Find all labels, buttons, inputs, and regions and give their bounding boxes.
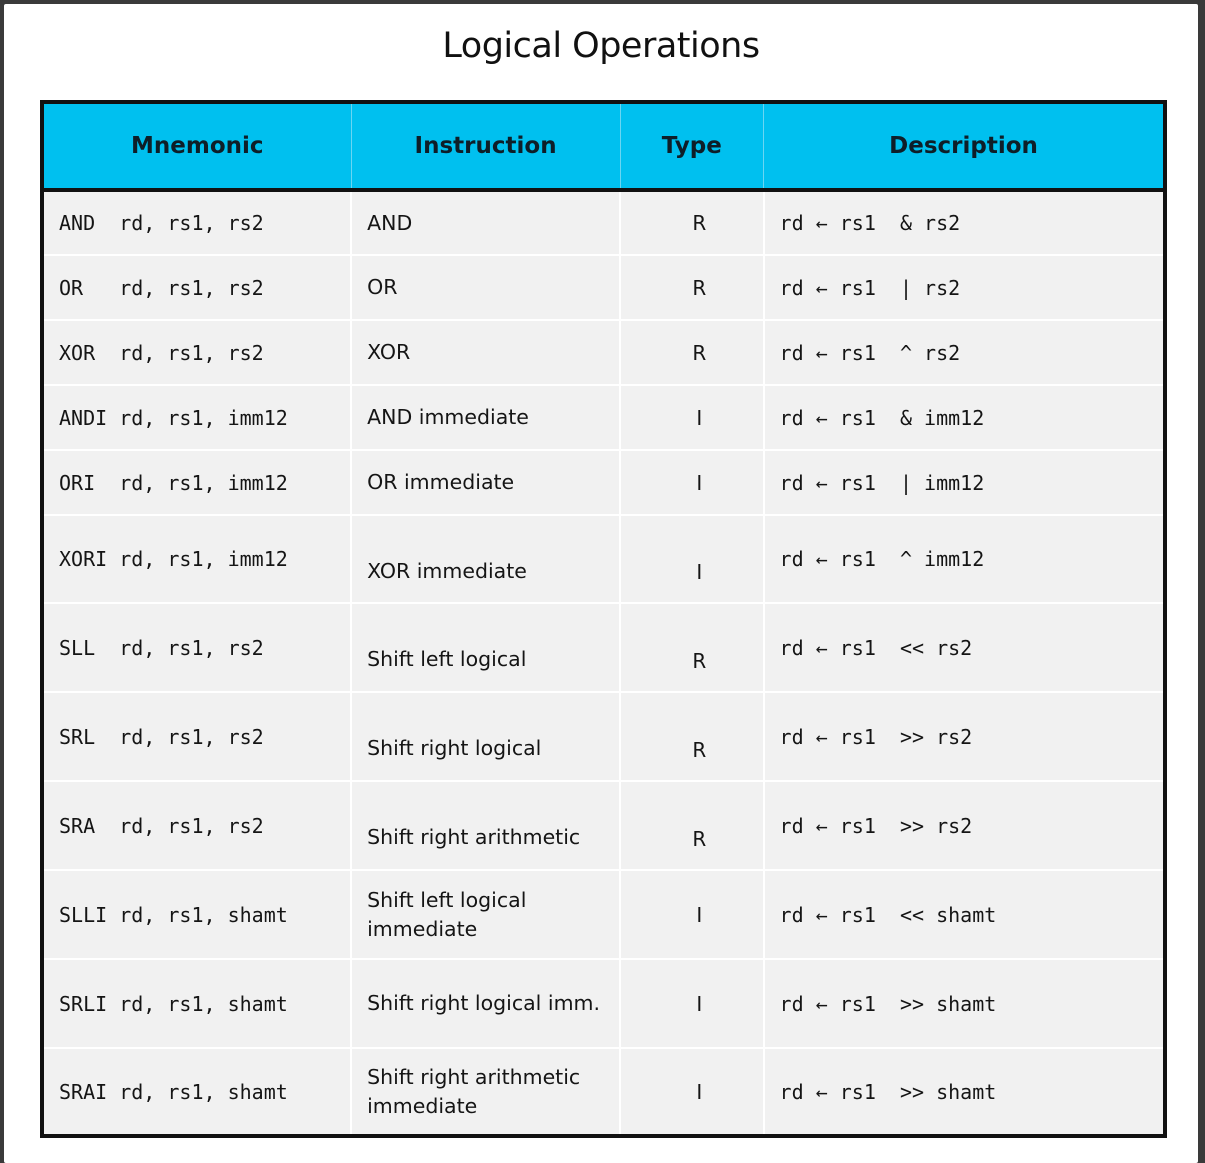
description-cell: rd ← rs1 ^ rs2 bbox=[763, 320, 1165, 386]
type-cell: R bbox=[620, 781, 765, 871]
type-cell: R bbox=[620, 190, 765, 256]
mnemonic-cell: SLL rd, rs1, rs2 bbox=[42, 603, 353, 693]
mnemonic-cell: XORI rd, rs1, imm12 bbox=[42, 515, 353, 604]
description-cell: rd ← rs1 | rs2 bbox=[763, 255, 1165, 321]
instruction-cell: AND bbox=[351, 190, 622, 256]
description-cell: rd ← rs1 & imm12 bbox=[763, 385, 1165, 451]
header-description: Description bbox=[763, 102, 1165, 192]
instruction-cell: AND immediate bbox=[351, 385, 622, 451]
header-mnemonic: Mnemonic bbox=[42, 102, 352, 192]
mnemonic-cell: AND rd, rs1, rs2 bbox=[42, 190, 353, 256]
type-cell: I bbox=[620, 450, 765, 516]
mnemonic-cell: SRAI rd, rs1, shamt bbox=[42, 1048, 353, 1136]
table-row: SRA rd, rs1, rs2 Shift right arithmetic … bbox=[42, 781, 1165, 871]
instruction-cell: OR immediate bbox=[351, 450, 622, 516]
description-cell: rd ← rs1 << shamt bbox=[763, 870, 1165, 960]
mnemonic-cell: SRL rd, rs1, rs2 bbox=[42, 692, 353, 782]
type-cell: R bbox=[620, 603, 765, 693]
table-row: SRL rd, rs1, rs2 Shift right logical R r… bbox=[42, 692, 1165, 782]
type-cell: I bbox=[620, 1048, 765, 1136]
page-title: Logical Operations bbox=[442, 26, 760, 66]
description-cell: rd ← rs1 ^ imm12 bbox=[763, 515, 1165, 604]
document-page: Logical Operations Mnemonic Instruction … bbox=[4, 4, 1198, 1163]
type-cell: I bbox=[620, 959, 765, 1049]
mnemonic-cell: SLLI rd, rs1, shamt bbox=[42, 870, 353, 960]
instruction-cell: XOR bbox=[351, 320, 622, 386]
mnemonic-cell: ORI rd, rs1, imm12 bbox=[42, 450, 353, 516]
instruction-cell: OR bbox=[351, 255, 622, 321]
table-row: SRAI rd, rs1, shamt Shift right arithmet… bbox=[42, 1048, 1165, 1136]
instruction-cell: Shift right logical bbox=[351, 692, 622, 782]
mnemonic-cell: XOR rd, rs1, rs2 bbox=[42, 320, 353, 386]
description-cell: rd ← rs1 << rs2 bbox=[763, 603, 1165, 693]
header-instruction: Instruction bbox=[351, 102, 621, 192]
type-cell: R bbox=[620, 255, 765, 321]
mnemonic-cell: SRA rd, rs1, rs2 bbox=[42, 781, 353, 871]
instruction-cell: Shift left logical immediate bbox=[351, 870, 622, 960]
description-cell: rd ← rs1 | imm12 bbox=[763, 450, 1165, 516]
table-row: SLL rd, rs1, rs2 Shift left logical R rd… bbox=[42, 603, 1165, 693]
type-cell: I bbox=[620, 870, 765, 960]
table-row: OR rd, rs1, rs2 OR R rd ← rs1 | rs2 bbox=[42, 255, 1165, 321]
table-row: SLLI rd, rs1, shamt Shift left logical i… bbox=[42, 870, 1165, 960]
mnemonic-cell: SRLI rd, rs1, shamt bbox=[42, 959, 353, 1049]
table-row: AND rd, rs1, rs2 AND R rd ← rs1 & rs2 bbox=[42, 190, 1165, 256]
table-header-row: Mnemonic Instruction Type Description bbox=[42, 102, 1165, 192]
type-cell: R bbox=[620, 692, 765, 782]
table-row: XORI rd, rs1, imm12 XOR immediate I rd ←… bbox=[42, 515, 1165, 604]
header-type: Type bbox=[620, 102, 765, 192]
mnemonic-cell: ANDI rd, rs1, imm12 bbox=[42, 385, 353, 451]
mnemonic-cell: OR rd, rs1, rs2 bbox=[42, 255, 353, 321]
logical-operations-table: Mnemonic Instruction Type Description AN… bbox=[40, 100, 1167, 1138]
instruction-cell: Shift right logical imm. bbox=[351, 959, 622, 1049]
table-row: XOR rd, rs1, rs2 XOR R rd ← rs1 ^ rs2 bbox=[42, 320, 1165, 386]
description-cell: rd ← rs1 >> rs2 bbox=[763, 781, 1165, 871]
description-cell: rd ← rs1 & rs2 bbox=[763, 190, 1165, 256]
instruction-cell: XOR immediate bbox=[351, 515, 622, 604]
description-cell: rd ← rs1 >> shamt bbox=[763, 1048, 1165, 1136]
table-row: SRLI rd, rs1, shamt Shift right logical … bbox=[42, 959, 1165, 1049]
table-row: ANDI rd, rs1, imm12 AND immediate I rd ←… bbox=[42, 385, 1165, 451]
type-cell: I bbox=[620, 515, 765, 604]
type-cell: R bbox=[620, 320, 765, 386]
description-cell: rd ← rs1 >> shamt bbox=[763, 959, 1165, 1049]
description-cell: rd ← rs1 >> rs2 bbox=[763, 692, 1165, 782]
type-cell: I bbox=[620, 385, 765, 451]
instruction-cell: Shift left logical bbox=[351, 603, 622, 693]
instruction-cell: Shift right arithmetic bbox=[351, 781, 622, 871]
instruction-cell: Shift right arithmetic immediate bbox=[351, 1048, 622, 1136]
table-row: ORI rd, rs1, imm12 OR immediate I rd ← r… bbox=[42, 450, 1165, 516]
